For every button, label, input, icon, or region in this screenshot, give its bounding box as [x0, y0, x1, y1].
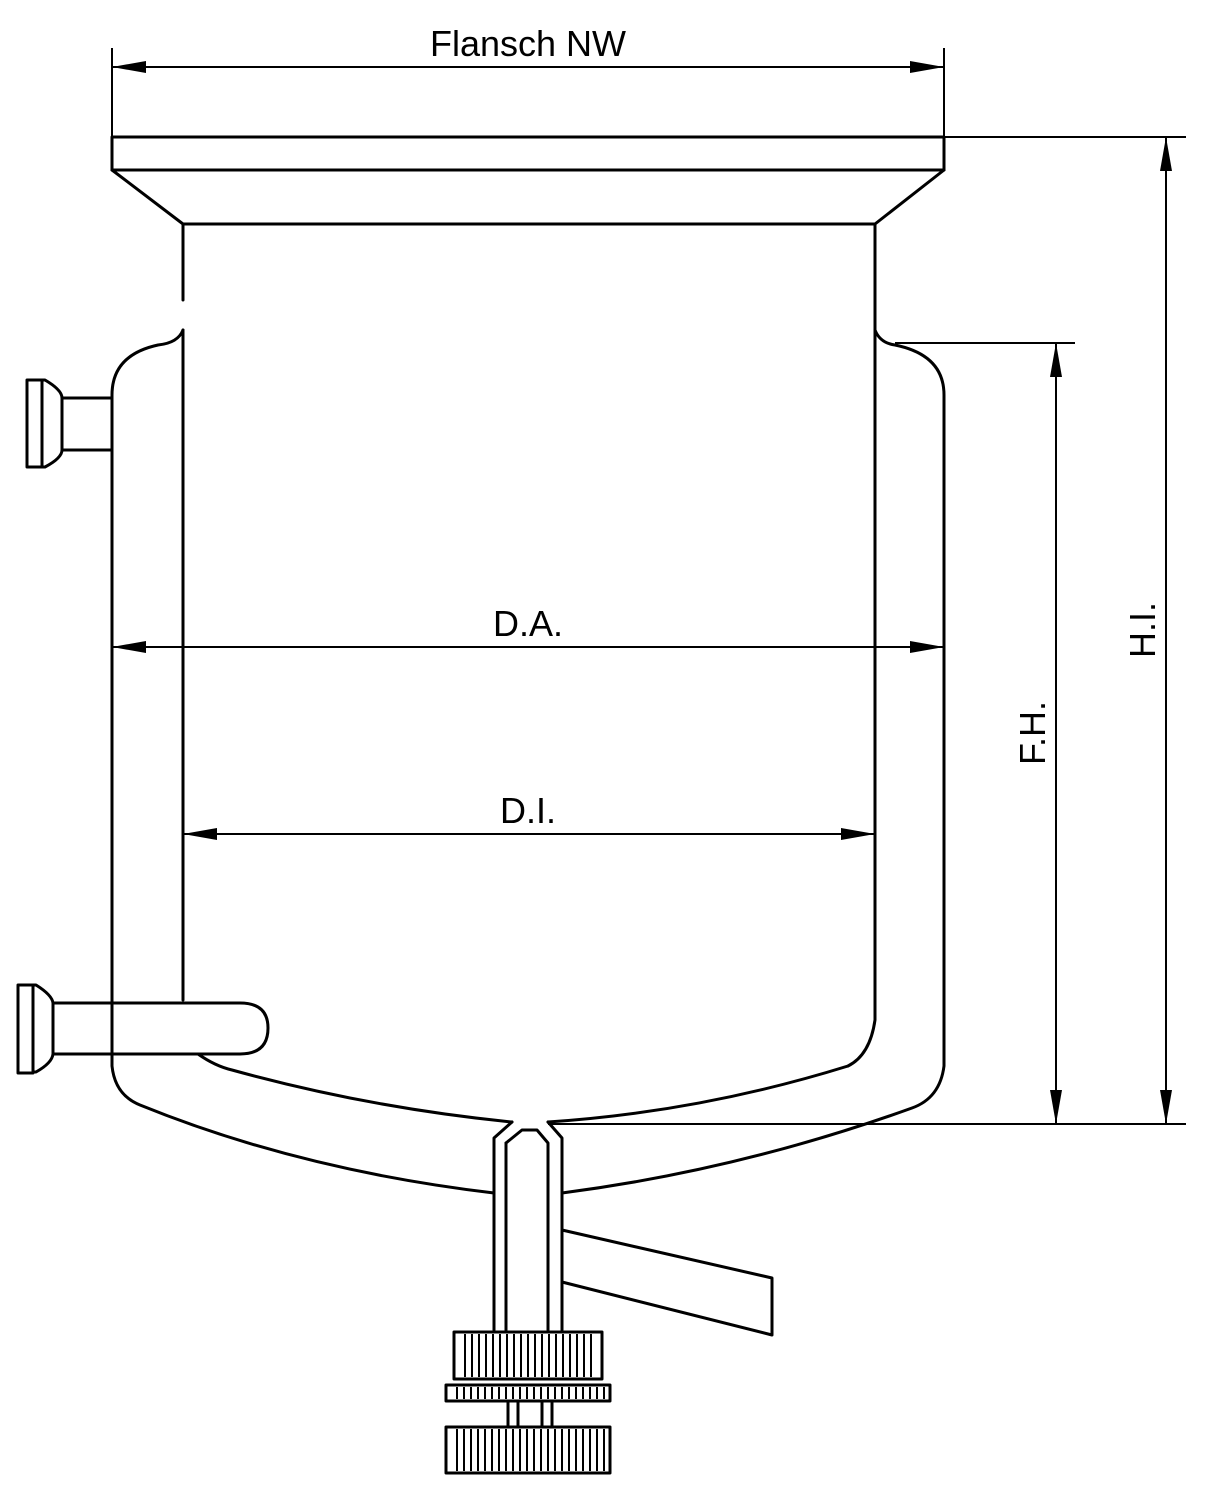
knurl-lines — [456, 1334, 605, 1471]
flange — [110, 135, 946, 226]
flange-label: Flansch NW — [430, 23, 626, 64]
outer-diameter-label: D.A. — [493, 603, 563, 644]
inner-vessel — [181, 222, 877, 1124]
dim-inner-height: H.I. — [944, 136, 1186, 1124]
outer-jacket — [110, 328, 946, 1195]
inner-diameter-label: D.I. — [500, 790, 556, 831]
inner-height-label: H.I. — [1122, 602, 1163, 658]
bottom-valve — [444, 1120, 774, 1475]
dim-inner-diameter: D.I. — [183, 790, 875, 840]
lower-nozzle — [16, 983, 270, 1075]
dim-flange: Flansch NW — [111, 23, 945, 137]
upper-nozzle — [25, 378, 114, 469]
dim-outer-diameter: D.A. — [112, 603, 944, 653]
fill-height-label: F.H. — [1012, 701, 1053, 765]
dim-fill-height: F.H. — [548, 342, 1186, 1125]
